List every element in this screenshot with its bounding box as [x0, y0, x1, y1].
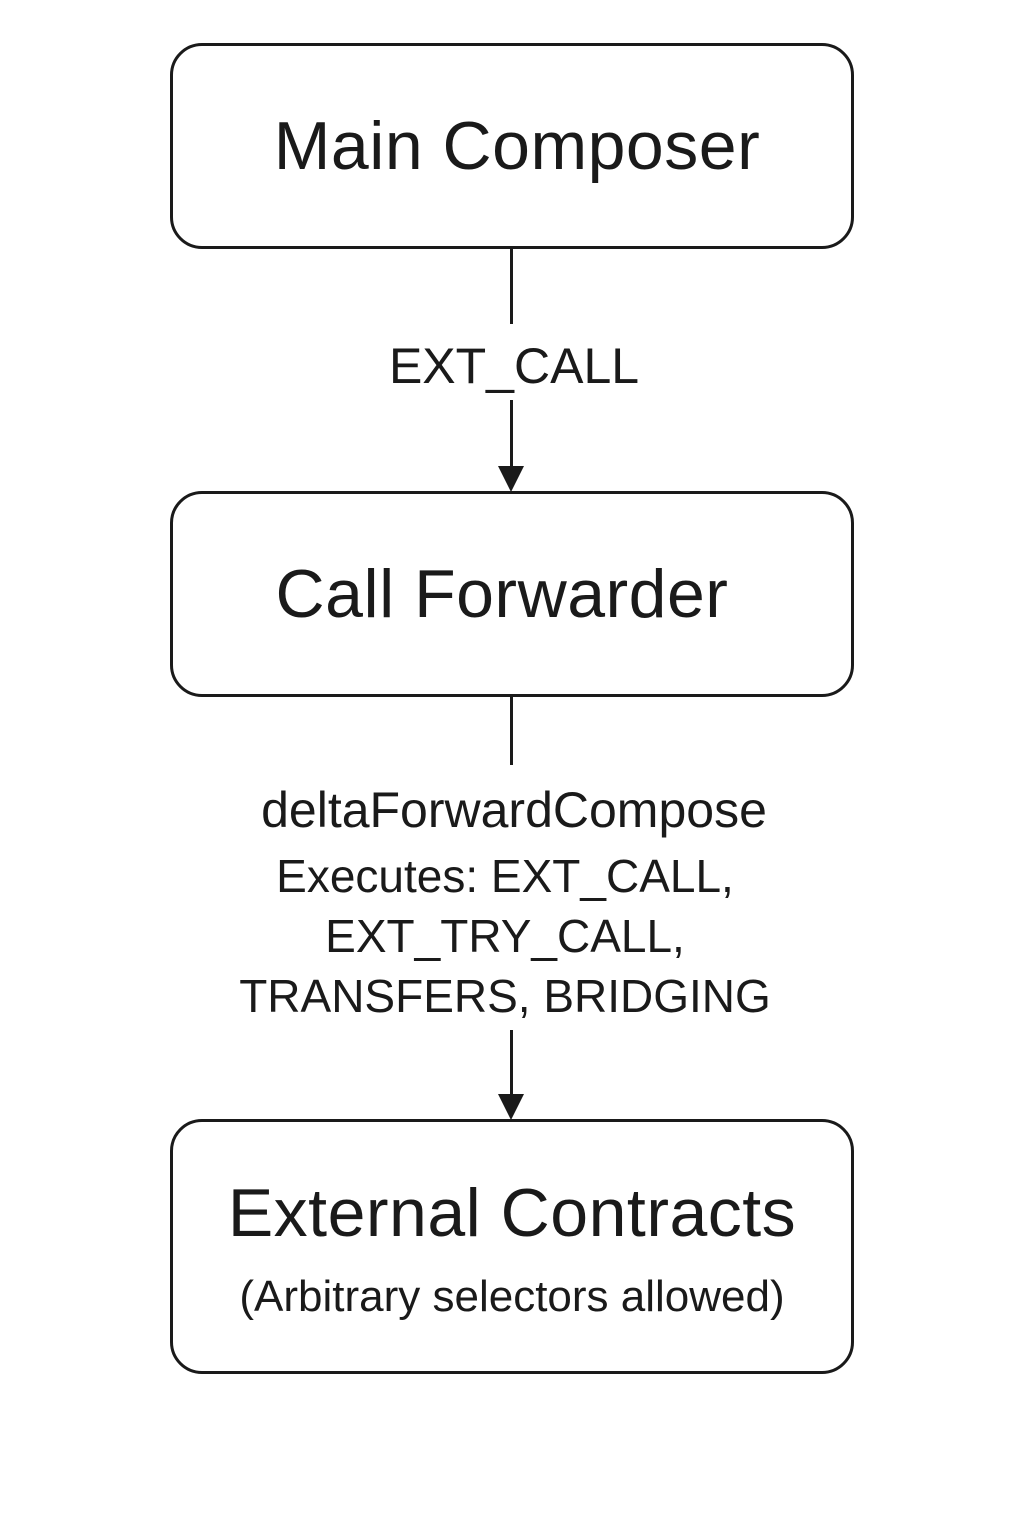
external-contracts-node: External Contracts (Arbitrary selectors …	[170, 1119, 854, 1374]
main-composer-title: Main Composer	[273, 108, 761, 184]
edge-1-lower-line	[510, 400, 513, 468]
edge-2-arrow-head	[498, 1094, 524, 1120]
edge-2-upper-line	[510, 697, 513, 765]
edge-2-note-line-2: EXT_TRY_CALL,	[325, 910, 685, 962]
edge-1-label: EXT_CALL	[388, 338, 640, 394]
edge-2-note-line-3: TRANSFERS, BRIDGING	[239, 970, 771, 1022]
edge-2-label: deltaForwardCompose	[261, 782, 767, 838]
main-composer-node: Main Composer	[170, 43, 854, 249]
call-forwarder-node: Call Forwarder	[170, 491, 854, 697]
call-forwarder-title: Call Forwarder	[275, 556, 729, 632]
edge-2-note-line-1: Executes: EXT_CALL,	[276, 850, 734, 902]
external-contracts-title: External Contracts	[227, 1174, 797, 1251]
edge-1-upper-line	[510, 249, 513, 324]
external-contracts-subtitle: (Arbitrary selectors allowed)	[239, 1271, 785, 1321]
edge-2-note: Executes: EXT_CALL, EXT_TRY_CALL, TRANSF…	[0, 846, 1010, 1026]
edge-1-arrow-head	[498, 466, 524, 492]
edge-2-lower-line	[510, 1030, 513, 1096]
